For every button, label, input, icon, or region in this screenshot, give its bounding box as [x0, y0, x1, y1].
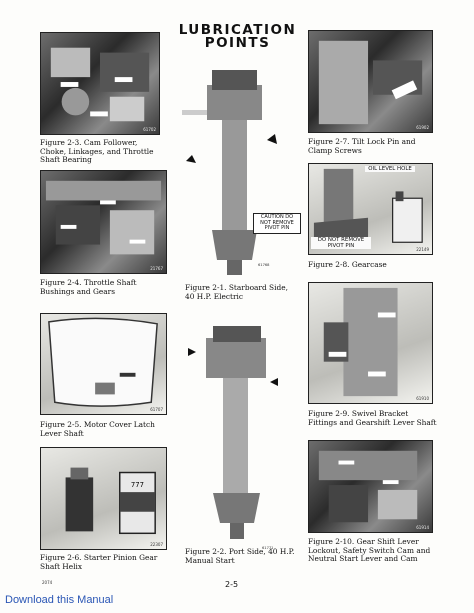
figure-2-1-code: 61768 [258, 263, 270, 267]
figure-2-8-text: Gearcase [351, 260, 387, 269]
figure-2-6-photo: 777 22307 [40, 447, 167, 550]
page-number: 2-5 [225, 580, 239, 589]
page-title: LUBRICATION POINTS [170, 22, 305, 51]
figure-2-2-code: 61771 [262, 546, 274, 550]
figure-2-8-caption: Figure 2-8. Gearcase [308, 260, 438, 270]
figure-2-7-number: Figure 2-7. [308, 137, 350, 146]
figure-2-3-text: Cam Follower, Choke, Linkages, and Throt… [40, 138, 154, 165]
figure-2-5-caption: Figure 2-5. Motor Cover Latch Lever Shaf… [40, 420, 168, 438]
figure-2-5-photo: 61707 [40, 313, 167, 415]
figure-2-5-text: Motor Cover Latch Lever Shaft [40, 420, 155, 438]
figure-2-1-motor [172, 60, 297, 280]
figure-2-5-code: 61707 [150, 407, 163, 412]
figure-2-8-number: Figure 2-8. [308, 260, 350, 269]
figure-2-9-code: 61910 [416, 396, 429, 401]
title-line-2: POINTS [204, 35, 271, 51]
figure-2-1-caption: Figure 2-1. Starboard Side, 40 H.P. Elec… [185, 283, 295, 301]
figure-2-3-caption: Figure 2-3. Cam Follower, Choke, Linkage… [40, 138, 165, 165]
figure-2-10-number: Figure 2-10. [308, 537, 355, 546]
footer-left-code: 2074 [42, 580, 53, 585]
figure-2-6-caption: Figure 2-6. Starter Pinion Gear Shaft He… [40, 553, 168, 571]
figure-2-4-text: Throttle Shaft Bushings and Gears [40, 278, 137, 296]
caution-pivot-pin-label: CAUTION DO NOT REMOVE PIVOT PIN [253, 213, 301, 234]
figure-2-2-text: Port Side, 40 H.P. Manual Start [185, 547, 295, 565]
figure-2-3-code: 61702 [143, 127, 156, 132]
figure-2-3-number: Figure 2-3. [40, 138, 82, 147]
figure-2-4-code: 21767 [150, 266, 163, 271]
figure-2-2-motor [178, 318, 296, 544]
figure-2-9-photo: 61910 [308, 282, 433, 404]
figure-2-10-photo: 61914 [308, 440, 433, 533]
grease-can-label: 777 [131, 481, 144, 489]
oil-level-hole-label: OIL LEVEL HOLE [365, 166, 415, 172]
figure-2-3-photo: 61702 [40, 32, 160, 135]
download-manual-link[interactable]: Download this Manual [5, 594, 114, 606]
figure-2-9-number: Figure 2-9. [308, 409, 350, 418]
figure-2-7-code: 61902 [416, 125, 429, 130]
figure-2-6-text: Starter Pinion Gear Shaft Helix [40, 553, 158, 571]
figure-2-8-code: 22149 [416, 247, 429, 252]
title-line-1: LUBRICATION [178, 22, 297, 38]
figure-2-9-caption: Figure 2-9. Swivel Bracket Fittings and … [308, 409, 438, 427]
pivot-pin-warning-label: DO NOT REMOVE PIVOT PIN [311, 237, 371, 249]
figure-2-6-code: 22307 [150, 542, 163, 547]
figure-2-5-number: Figure 2-5. [40, 420, 82, 429]
figure-2-1-number: Figure 2-1. [185, 283, 227, 292]
figure-2-10-text: Gear Shift Lever Lockout, Safety Switch … [308, 537, 431, 564]
figure-2-10-code: 61914 [416, 525, 429, 530]
figure-2-10-caption: Figure 2-10. Gear Shift Lever Lockout, S… [308, 537, 440, 564]
figure-2-7-caption: Figure 2-7. Tilt Lock Pin and Clamp Scre… [308, 137, 438, 155]
figure-2-7-photo: 61902 [308, 30, 433, 133]
figure-2-9-text: Swivel Bracket Fittings and Gearshift Le… [308, 409, 437, 427]
figure-2-2-caption: Figure 2-2. Port Side, 40 H.P. Manual St… [185, 547, 295, 565]
figure-2-6-number: Figure 2-6. [40, 553, 82, 562]
figure-2-4-caption: Figure 2-4. Throttle Shaft Bushings and … [40, 278, 168, 296]
figure-2-2-number: Figure 2-2. [185, 547, 227, 556]
figure-2-1-text: Starboard Side, 40 H.P. Electric [185, 283, 288, 301]
figure-2-7-text: Tilt Lock Pin and Clamp Screws [308, 137, 416, 155]
figure-2-4-number: Figure 2-4. [40, 278, 82, 287]
figure-2-4-photo: 21767 [40, 170, 167, 274]
